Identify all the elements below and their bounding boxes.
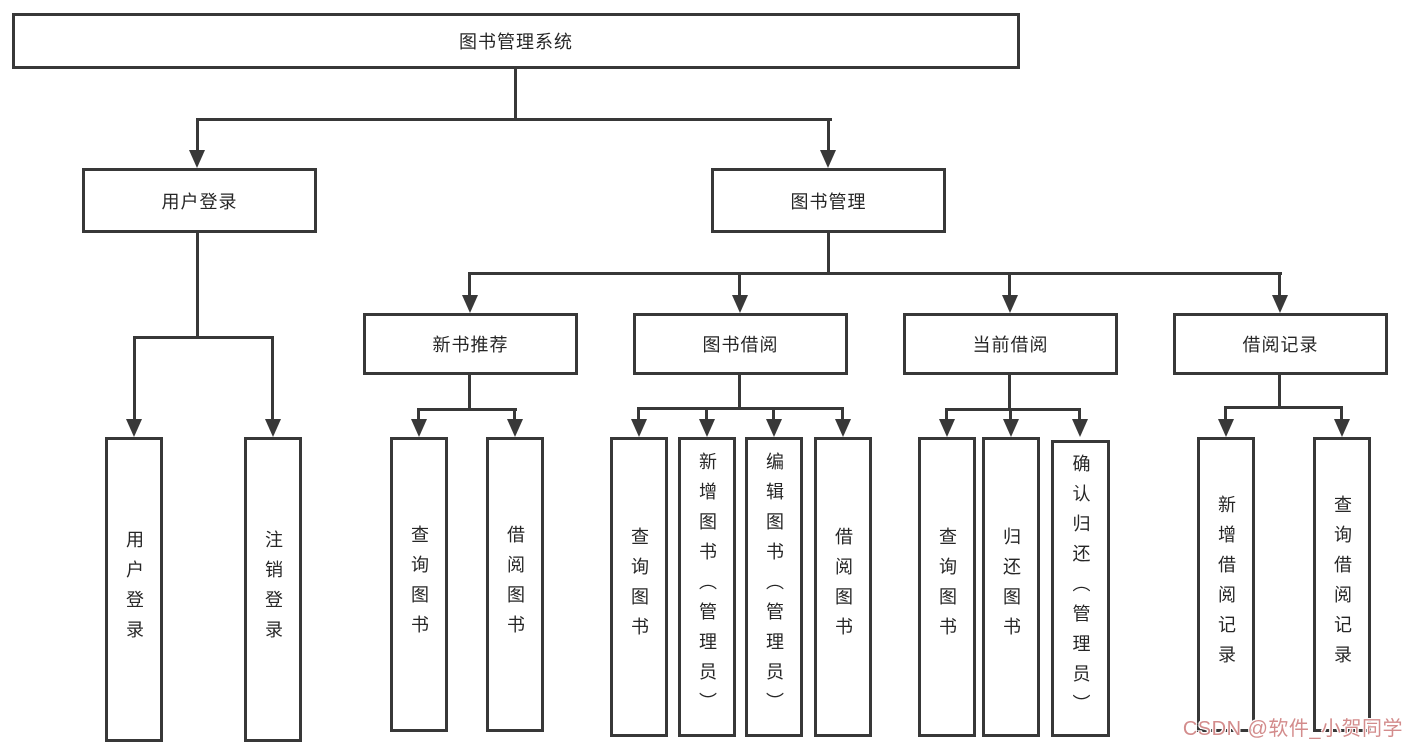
connector-drop-book-management: [827, 118, 830, 150]
leaf-user-login: 用户登录: [105, 437, 163, 742]
connector-book-management-hline: [468, 272, 1282, 275]
leaf-confirm-return-admin: 确认归还（管理员）: [1051, 440, 1110, 737]
node-book-management-label: 图书管理: [790, 191, 867, 212]
arrowhead-down-icon: [507, 419, 523, 437]
connector-drop: [1224, 406, 1227, 419]
arrowhead-down-icon: [189, 150, 205, 168]
connector-drop: [841, 407, 844, 419]
connector-current-borrow-stem: [1008, 375, 1011, 410]
connector-user-login-hline: [133, 336, 274, 339]
leaf-edit-books-admin: 编辑图书（管理员）: [745, 437, 803, 737]
arrowhead-down-icon: [820, 150, 836, 168]
node-borrow-record-label: 借阅记录: [1242, 335, 1319, 355]
connector-borrow-record-hline: [1224, 406, 1343, 409]
leaf-borrow-books-recommend: 借阅图书: [486, 437, 544, 732]
connector-root-hline: [196, 118, 832, 121]
leaf-add-borrow-record: 新增借阅记录: [1197, 437, 1255, 732]
connector-new-book-hline: [417, 408, 517, 411]
arrowhead-down-icon: [699, 419, 715, 437]
leaf-query-books-current: 查询图书: [918, 437, 976, 737]
connector-book-management-stem: [827, 233, 830, 274]
node-book-borrow: 图书借阅: [633, 313, 848, 375]
node-user-login: 用户登录: [82, 168, 317, 233]
leaf-logout: 注销登录: [244, 437, 302, 742]
arrowhead-down-icon: [126, 419, 142, 437]
leaf-label: 查询借阅记录: [1332, 494, 1352, 675]
arrowhead-down-icon: [1072, 419, 1088, 437]
node-root-label: 图书管理系统: [459, 32, 573, 52]
arrowhead-down-icon: [1272, 295, 1288, 313]
node-new-book-recommend-label: 新书推荐: [432, 335, 509, 355]
connector-drop: [513, 408, 516, 419]
leaf-return-books: 归还图书: [982, 437, 1040, 737]
arrowhead-down-icon: [939, 419, 955, 437]
connector-drop-leaf-logout: [271, 336, 274, 419]
connector-drop: [1078, 408, 1081, 419]
leaf-label: 借阅图书: [505, 524, 525, 645]
connector-drop: [772, 407, 775, 419]
connector-drop-current-borrow: [1008, 272, 1011, 295]
arrowhead-down-icon: [1002, 295, 1018, 313]
connector-drop: [1009, 408, 1012, 419]
connector-book-borrow-hline: [637, 407, 844, 410]
connector-book-borrow-stem: [738, 375, 741, 409]
leaf-label: 注销登录: [263, 529, 283, 650]
arrowhead-down-icon: [1218, 419, 1234, 437]
leaf-label: 新增图书（管理员）: [697, 452, 717, 722]
node-root: 图书管理系统: [12, 13, 1020, 69]
connector-drop: [417, 408, 420, 419]
connector-drop: [637, 407, 640, 419]
watermark-text: CSDN @软件_小贺同学: [1182, 718, 1403, 740]
arrowhead-down-icon: [835, 419, 851, 437]
leaf-label: 归还图书: [1001, 527, 1021, 647]
arrowhead-down-icon: [1334, 419, 1350, 437]
arrowhead-down-icon: [411, 419, 427, 437]
leaf-label: 编辑图书（管理员）: [764, 452, 784, 722]
arrowhead-down-icon: [631, 419, 647, 437]
connector-borrow-record-stem: [1278, 375, 1281, 408]
connector-drop-book-borrow: [738, 272, 741, 295]
leaf-label: 查询图书: [629, 527, 649, 647]
connector-drop: [1340, 406, 1343, 419]
leaf-query-books-borrow: 查询图书: [610, 437, 668, 737]
connector-current-borrow-hline: [945, 408, 1080, 411]
node-user-login-label: 用户登录: [161, 191, 238, 212]
leaf-add-books-admin: 新增图书（管理员）: [678, 437, 736, 737]
connector-drop: [945, 408, 948, 419]
connector-drop: [705, 407, 708, 419]
leaf-query-borrow-record: 查询借阅记录: [1313, 437, 1371, 732]
connector-root-stem: [514, 69, 517, 121]
connector-new-book-stem: [468, 375, 471, 410]
connector-drop-borrow-record: [1278, 272, 1281, 295]
node-new-book-recommend: 新书推荐: [363, 313, 578, 375]
arrowhead-down-icon: [1003, 419, 1019, 437]
leaf-query-books-recommend: 查询图书: [390, 437, 448, 732]
connector-drop-new-book: [468, 272, 471, 295]
node-current-borrow-label: 当前借阅: [972, 335, 1049, 355]
connector-user-login-stem: [196, 233, 199, 339]
connector-drop-leaf-login: [133, 336, 136, 419]
leaf-label: 查询图书: [937, 527, 957, 647]
arrowhead-down-icon: [265, 419, 281, 437]
leaf-label: 查询图书: [409, 524, 429, 645]
node-current-borrow: 当前借阅: [903, 313, 1118, 375]
leaf-borrow-books: 借阅图书: [814, 437, 872, 737]
arrowhead-down-icon: [462, 295, 478, 313]
arrowhead-down-icon: [732, 295, 748, 313]
node-book-management: 图书管理: [711, 168, 946, 233]
connector-drop-user-login: [196, 118, 199, 150]
node-borrow-record: 借阅记录: [1173, 313, 1388, 375]
leaf-label: 新增借阅记录: [1216, 494, 1236, 675]
arrowhead-down-icon: [766, 419, 782, 437]
leaf-label: 用户登录: [124, 529, 144, 650]
node-book-borrow-label: 图书借阅: [702, 335, 779, 355]
leaf-label: 借阅图书: [833, 527, 853, 647]
leaf-label: 确认归还（管理员）: [1070, 453, 1091, 724]
